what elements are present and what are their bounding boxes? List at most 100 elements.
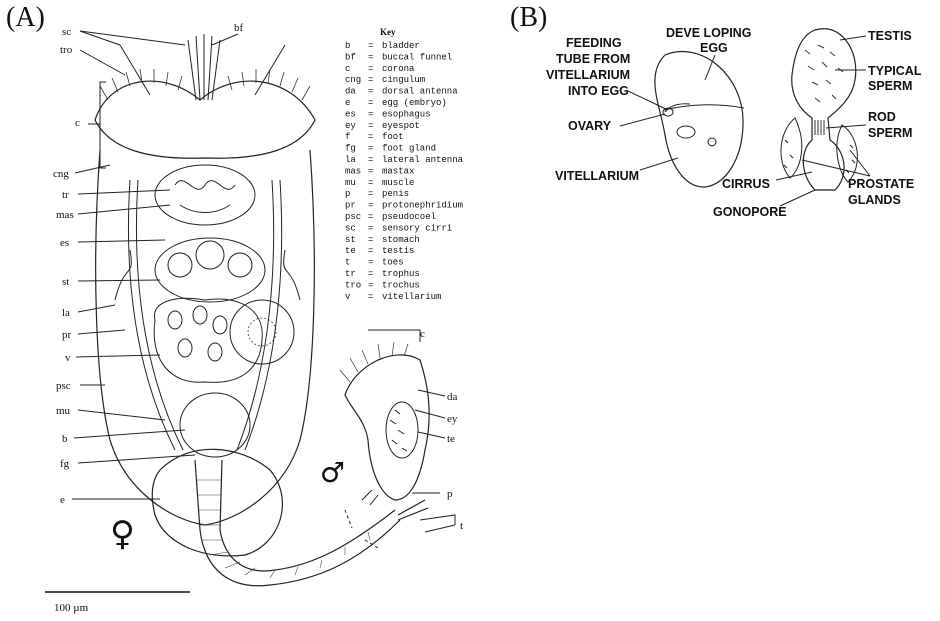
female-symbol-icon: ♀ [110, 514, 135, 554]
key-abbrev: f [345, 132, 350, 142]
key-equals: = [368, 201, 373, 211]
key-title: Key [380, 27, 396, 37]
label-gonopore: GONOPORE [713, 205, 787, 219]
key-definition: eyespot [382, 121, 420, 131]
label-cirrus: CIRRUS [722, 177, 770, 191]
key-abbrev: cng [345, 75, 361, 85]
key-definition: foot [382, 132, 404, 142]
key-definition: cingulum [382, 75, 425, 85]
key-equals: = [368, 269, 373, 279]
label-psc: psc [56, 380, 71, 392]
key-definition: muscle [382, 178, 414, 188]
label-feeding-1: FEEDING [566, 36, 622, 50]
key-equals: = [368, 235, 373, 245]
label-feeding-3: VITELLARIUM [546, 68, 630, 82]
scale-bar-label: 100 µm [54, 602, 89, 614]
label-rod-2: SPERM [868, 126, 912, 140]
label-prostate-2: GLANDS [848, 193, 901, 207]
key-definition: penis [382, 189, 409, 199]
key-definition: foot gland [382, 144, 436, 154]
key-equals: = [368, 292, 373, 302]
key-definition: buccal funnel [382, 52, 452, 62]
male-label-te: te [447, 433, 455, 445]
label-feeding-2: TUBE FROM [556, 52, 630, 66]
label-sc: sc [62, 26, 71, 38]
label-bf: bf [234, 22, 244, 34]
label-st: st [62, 276, 69, 288]
key-definition: lateral antenna [382, 155, 464, 165]
label-ovary: OVARY [568, 119, 612, 133]
key-equals: = [368, 109, 373, 119]
key-equals: = [368, 98, 373, 108]
label-tro: tro [60, 44, 73, 56]
key-definition: bladder [382, 41, 420, 51]
key-abbrev: psc [345, 212, 361, 222]
key-definition: esophagus [382, 109, 431, 119]
label-mu: mu [56, 405, 71, 417]
panel-b-labels: FEEDING TUBE FROM VITELLARIUM INTO EGG D… [546, 26, 922, 219]
key-abbrev: sc [345, 223, 356, 233]
female-rotifer-drawing [95, 34, 428, 586]
label-typical-2: SPERM [868, 79, 912, 93]
key-equals: = [368, 75, 373, 85]
key-abbrev: b [345, 41, 350, 51]
key-abbrev: bf [345, 52, 356, 62]
label-developing-1: DEVE LOPING [666, 26, 751, 40]
key-definition: trochus [382, 280, 420, 290]
female-reproductive-drawing [655, 51, 744, 187]
key-abbrev: p [345, 189, 350, 199]
label-mas: mas [56, 209, 74, 221]
key-definition: pseudocoel [382, 212, 436, 222]
key-equals: = [368, 246, 373, 256]
label-es: es [60, 237, 69, 249]
key-equals: = [368, 178, 373, 188]
key-equals: = [368, 223, 373, 233]
label-e: e [60, 494, 65, 506]
key-definition: dorsal antenna [382, 87, 458, 97]
label-b: b [62, 433, 68, 445]
label-testis: TESTIS [868, 29, 912, 43]
key-definition: stomach [382, 235, 420, 245]
key-abbrev: tr [345, 269, 356, 279]
key-abbrev: ey [345, 121, 356, 131]
male-label-p: p [447, 488, 453, 500]
key-equals: = [368, 121, 373, 131]
key-equals: = [368, 212, 373, 222]
label-fg: fg [60, 458, 70, 470]
label-la: la [62, 307, 70, 319]
label-c: c [75, 117, 80, 129]
key-equals: = [368, 41, 373, 51]
key-equals: = [368, 144, 373, 154]
key-equals: = [368, 64, 373, 74]
key-equals: = [368, 52, 373, 62]
key-definition: trophus [382, 269, 420, 279]
label-prostate-1: PROSTATE [848, 177, 914, 191]
key-equals: = [368, 258, 373, 268]
key-definition: toes [382, 258, 404, 268]
key-abbrev: pr [345, 201, 356, 211]
key-abbrev: st [345, 235, 356, 245]
key-definition: mastax [382, 166, 414, 176]
key-abbrev: es [345, 109, 356, 119]
label-feeding-4: INTO EGG [568, 84, 629, 98]
key-abbrev: mu [345, 178, 356, 188]
key-equals: = [368, 166, 373, 176]
key-definition: sensory cirri [382, 223, 452, 233]
key-equals: = [368, 189, 373, 199]
key-abbrev: te [345, 246, 356, 256]
label-rod-1: ROD [868, 110, 896, 124]
label-developing-2: EGG [700, 41, 728, 55]
key-definition: egg (embryo) [382, 98, 447, 108]
male-rotifer-drawing: c da ey te p t [340, 328, 463, 548]
key-definition: vitellarium [382, 292, 441, 302]
key-abbrev: fg [345, 144, 356, 154]
male-reproductive-drawing [781, 29, 857, 190]
key-abbrev: la [345, 155, 356, 165]
key-abbrev: v [345, 292, 351, 302]
label-pr: pr [62, 329, 72, 341]
key-definition: protonephridium [382, 201, 463, 211]
key-abbrev: e [345, 98, 350, 108]
male-label-da: da [447, 391, 458, 403]
